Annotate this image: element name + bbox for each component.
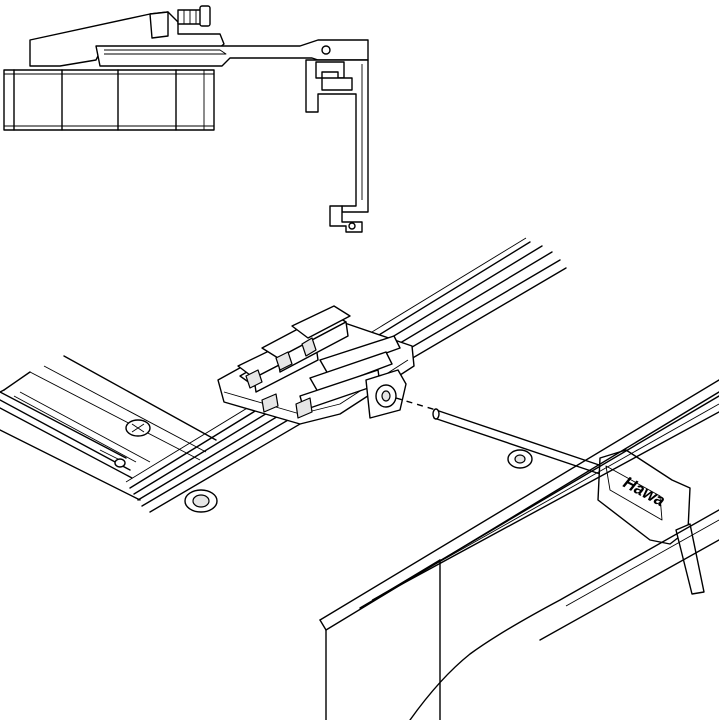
small-screw <box>114 458 126 468</box>
screw-hole-right <box>507 449 533 469</box>
clip-component <box>217 305 415 425</box>
cabinet-door-panel <box>319 379 719 720</box>
screw-head-top <box>149 5 211 39</box>
cross-section-detail <box>3 5 369 233</box>
hex-key-tool: Hawa <box>432 408 705 595</box>
screw-hole-left <box>184 489 218 513</box>
perspective-installation: Hawa <box>0 237 719 720</box>
mounting-screw <box>125 419 151 437</box>
cabinet-top-panel <box>0 355 217 501</box>
rail-profile <box>3 69 215 131</box>
alignment-line <box>395 397 437 411</box>
